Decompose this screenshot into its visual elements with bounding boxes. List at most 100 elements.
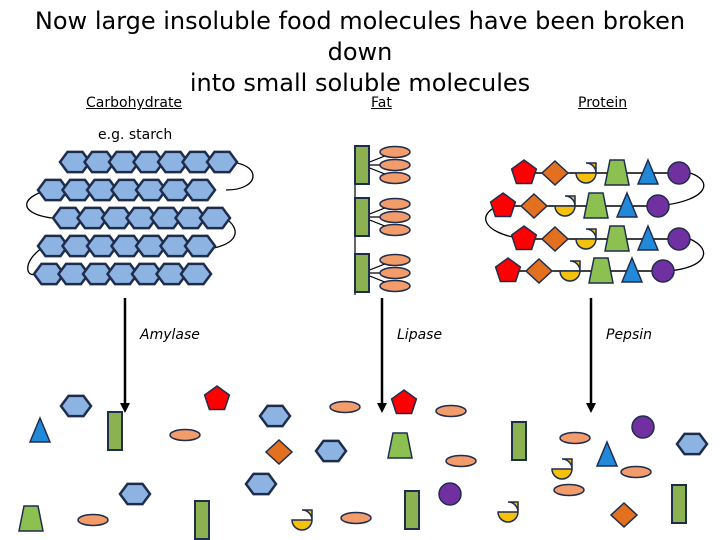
amino-acid-circle bbox=[667, 227, 691, 251]
glucose-hexagon bbox=[158, 234, 193, 258]
amino-acid-trapezoid bbox=[18, 505, 44, 532]
glycerol bbox=[404, 490, 420, 530]
amino-acid-diamond bbox=[519, 192, 549, 220]
fat-label: Fat bbox=[371, 95, 392, 111]
fatty-acid bbox=[329, 400, 361, 414]
glucose-hexagon bbox=[154, 262, 189, 286]
amino-acid-circle bbox=[646, 194, 670, 218]
amino-acid-triangle bbox=[615, 191, 639, 218]
amino-acid-trapezoid bbox=[583, 192, 609, 219]
glucose-hexagon bbox=[130, 262, 164, 286]
glucose-hexagon bbox=[314, 439, 348, 463]
glucose-hexagon bbox=[134, 178, 168, 202]
glucose-hexagon bbox=[675, 432, 709, 456]
glucose-hexagon bbox=[149, 206, 183, 230]
glycerol bbox=[354, 145, 370, 185]
peptide-link bbox=[657, 172, 705, 207]
glucose-hexagon bbox=[131, 150, 166, 174]
amylase-label: Amylase bbox=[140, 327, 200, 343]
amino-acid-triangle bbox=[636, 224, 660, 251]
amino-acid-triangle bbox=[28, 416, 52, 443]
amino-acid-drop bbox=[291, 509, 313, 531]
amino-acid-diamond bbox=[540, 159, 570, 187]
amino-acid-pentagon bbox=[494, 257, 522, 283]
fatty-acid bbox=[379, 210, 411, 224]
amino-acid-triangle bbox=[595, 440, 619, 467]
fatty-acid bbox=[379, 171, 411, 185]
glucose-hexagon bbox=[51, 206, 85, 230]
glycerol bbox=[354, 197, 370, 237]
pepsin-label: Pepsin bbox=[606, 327, 652, 343]
page-title: Now large insoluble food molecules have … bbox=[0, 6, 720, 99]
glucose-hexagon bbox=[179, 262, 213, 286]
title-line-1: Now large insoluble food molecules have … bbox=[34, 7, 686, 66]
digestion-arrows bbox=[120, 298, 596, 413]
glucose-hexagon bbox=[60, 178, 95, 202]
fatty-acid bbox=[379, 158, 411, 172]
glucose-hexagon bbox=[158, 178, 193, 202]
glucose-hexagon bbox=[36, 178, 70, 202]
amino-acid-pentagon bbox=[489, 192, 517, 218]
glucose-hexagon bbox=[81, 262, 115, 286]
glucose-hexagon bbox=[85, 178, 119, 202]
glucose-hexagon bbox=[75, 206, 110, 230]
fatty-acid bbox=[379, 145, 411, 159]
fatty-acid bbox=[379, 253, 411, 267]
fatty-acid bbox=[379, 266, 411, 280]
amino-acid-diamond bbox=[609, 501, 639, 529]
amino-acid-drop bbox=[559, 260, 581, 282]
amino-acid-circle bbox=[651, 259, 675, 283]
glucose-hexagon bbox=[134, 234, 168, 258]
glucose-hexagon bbox=[58, 150, 92, 174]
amino-acid-drop bbox=[551, 458, 573, 480]
starch-example-label: e.g. starch bbox=[98, 127, 173, 143]
fatty-acid bbox=[169, 428, 201, 442]
protein-label: Protein bbox=[578, 95, 628, 111]
carbohydrate-label: Carbohydrate bbox=[86, 95, 183, 111]
amino-acid-drop bbox=[497, 501, 519, 523]
glucose-hexagon bbox=[85, 234, 119, 258]
glucose-hexagon bbox=[60, 234, 95, 258]
amino-acid-drop bbox=[554, 195, 576, 217]
glucose-hexagon bbox=[82, 150, 117, 174]
glycerol bbox=[107, 411, 123, 451]
fatty-acid bbox=[553, 483, 585, 497]
fatty-acid bbox=[435, 404, 467, 418]
amino-acid-trapezoid bbox=[604, 159, 630, 186]
amino-acid-drop bbox=[575, 162, 597, 184]
fatty-acid bbox=[379, 279, 411, 293]
glucose-hexagon bbox=[36, 234, 70, 258]
title-line-2: into small soluble molecules bbox=[189, 69, 531, 97]
glucose-hexagon bbox=[258, 404, 292, 428]
amino-acid-diamond bbox=[540, 225, 570, 253]
glycerol bbox=[671, 484, 687, 524]
amino-acid-diamond bbox=[264, 438, 294, 466]
fatty-acid bbox=[559, 431, 591, 445]
glucose-hexagon bbox=[183, 234, 217, 258]
amino-acid-diamond bbox=[524, 257, 554, 285]
glycerol bbox=[354, 253, 370, 293]
glucose-hexagon bbox=[118, 482, 152, 506]
glucose-hexagon bbox=[107, 150, 141, 174]
amino-acid-pentagon bbox=[390, 389, 418, 415]
amino-acid-triangle bbox=[636, 158, 660, 185]
glucose-hexagon bbox=[109, 178, 144, 202]
glucose-hexagon bbox=[244, 472, 278, 496]
peptide-link bbox=[667, 238, 705, 272]
amino-acid-trapezoid bbox=[588, 257, 614, 284]
glycerol bbox=[194, 500, 210, 540]
fatty-acid bbox=[445, 454, 477, 468]
amino-acid-pentagon bbox=[510, 159, 538, 185]
fatty-acid bbox=[620, 465, 652, 479]
amino-acid-circle bbox=[438, 482, 462, 506]
fatty-acid bbox=[340, 511, 372, 525]
glucose-hexagon bbox=[56, 262, 91, 286]
glucose-hexagon bbox=[205, 150, 239, 174]
glucose-hexagon bbox=[105, 262, 140, 286]
glucose-hexagon bbox=[124, 206, 159, 230]
glucose-hexagon bbox=[173, 206, 208, 230]
amino-acid-drop bbox=[575, 228, 597, 250]
amino-acid-circle bbox=[631, 415, 655, 439]
glucose-hexagon bbox=[32, 262, 66, 286]
